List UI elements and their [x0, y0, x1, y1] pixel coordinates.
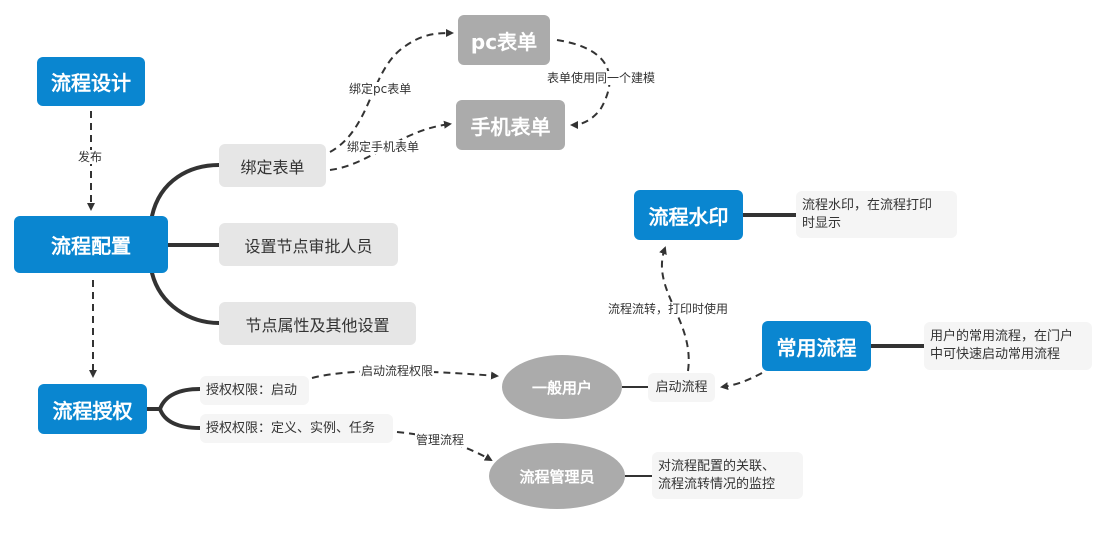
edge-authorize-define [158, 407, 202, 430]
node-process-watermark[interactable]: 流程水印 [634, 190, 743, 240]
node-set-approvers[interactable]: 设置节点审批人员 [219, 223, 398, 266]
edge-config-node-props [150, 271, 221, 325]
edge-label-manage-process: 管理流程 [415, 433, 466, 447]
node-permission-start[interactable]: 授权权限：启动 [200, 376, 309, 405]
node-general-user[interactable]: 一般用户 [502, 355, 622, 419]
node-process-admin[interactable]: 流程管理员 [489, 443, 625, 509]
edge-label-bind-pc: 绑定pc表单 [348, 82, 413, 96]
solid-connectors [145, 163, 926, 430]
edge-label-same-model: 表单使用同一个建模 [546, 71, 657, 85]
edge-manage-process [396, 431, 493, 461]
node-process-design[interactable]: 流程设计 [37, 57, 145, 106]
edge-bind-pc [329, 29, 454, 153]
node-node-properties[interactable]: 节点属性及其他设置 [219, 302, 416, 345]
node-permission-define[interactable]: 授权权限：定义、实例、任务 [200, 414, 393, 443]
node-process-authorize[interactable]: 流程授权 [38, 384, 147, 434]
thin-connectors [622, 386, 652, 477]
node-bind-form[interactable]: 绑定表单 [219, 144, 326, 187]
node-mobile-form[interactable]: 手机表单 [456, 100, 565, 150]
edge-print-usage [659, 246, 690, 372]
edge-config-bind-form [150, 163, 221, 218]
edge-authorize-start [145, 387, 202, 411]
edge-label-publish: 发布 [77, 150, 104, 164]
node-process-config[interactable]: 流程配置 [14, 216, 168, 273]
note-process-admin: 对流程配置的关联、 流程流转情况的监控 [652, 452, 803, 499]
node-start-process[interactable]: 启动流程 [648, 373, 715, 402]
edge-common-start [720, 372, 763, 391]
node-pc-form[interactable]: pc表单 [458, 15, 550, 65]
note-watermark: 流程水印，在流程打印 时显示 [796, 191, 957, 238]
note-common-process: 用户的常用流程，在门户 中可快速启动常用流程 [924, 322, 1092, 370]
edge-label-start-permission: 启动流程权限 [360, 364, 435, 378]
edge-same-model [556, 39, 611, 129]
edge-label-bind-mobile: 绑定手机表单 [346, 140, 421, 154]
edge-label-print-usage: 流程流转，打印时使用 [607, 302, 730, 316]
node-common-process[interactable]: 常用流程 [762, 321, 871, 371]
